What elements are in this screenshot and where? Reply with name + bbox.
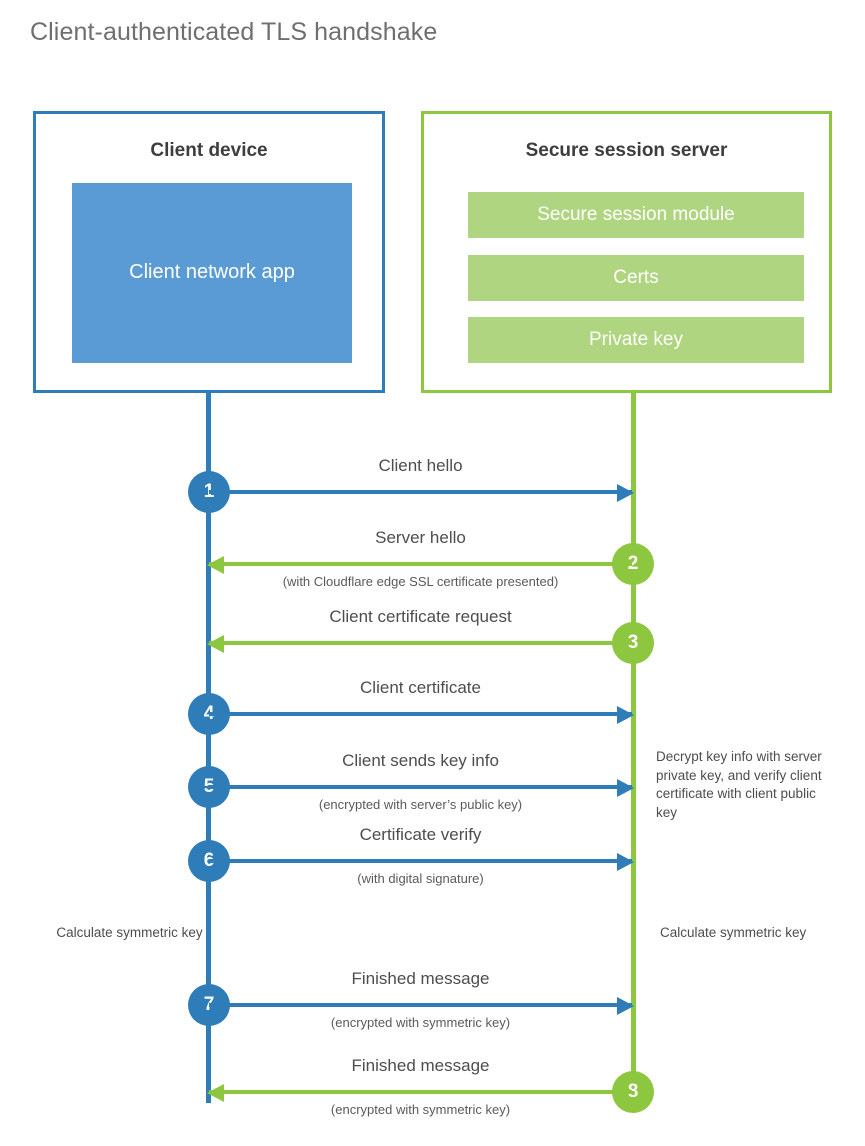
secure-session-server-title: Secure session server bbox=[525, 140, 728, 161]
message-line-1 bbox=[209, 490, 632, 494]
arrow-left-icon-2 bbox=[207, 556, 224, 574]
message-line-8 bbox=[209, 1090, 632, 1094]
message-sublabel-2: (with Cloudflare edge SSL certificate pr… bbox=[282, 574, 559, 589]
message-label-1: Client hello bbox=[378, 456, 463, 475]
message-sublabel-7: (encrypted with symmetric key) bbox=[330, 1015, 511, 1030]
page-title: Client-authenticated TLS handshake bbox=[30, 18, 438, 46]
message-line-3 bbox=[209, 641, 632, 645]
arrow-right-icon-6 bbox=[617, 853, 634, 871]
message-label-8: Finished message bbox=[351, 1056, 490, 1075]
message-sublabel-8: (encrypted with symmetric key) bbox=[330, 1102, 511, 1117]
client-calculate-symmetric-key-annotation: Calculate symmetric key bbox=[56, 925, 203, 940]
message-label-4: Client certificate bbox=[360, 678, 481, 697]
message-line-5 bbox=[209, 785, 632, 789]
server-component-secure-session-module: Secure session module bbox=[468, 192, 804, 238]
message-line-4 bbox=[209, 712, 632, 716]
secure-session-server-box: Secure session server Secure session mod… bbox=[421, 111, 832, 393]
server-component-private-key: Private key bbox=[468, 317, 804, 363]
message-label-5: Client sends key info bbox=[342, 751, 499, 770]
arrow-left-icon-8 bbox=[207, 1084, 224, 1102]
message-sublabel-5: (encrypted with server’s public key) bbox=[318, 797, 523, 812]
message-label-6: Certificate verify bbox=[359, 825, 482, 844]
server-lifeline bbox=[631, 393, 636, 1093]
client-device-title: Client device bbox=[150, 140, 268, 161]
message-label-7: Finished message bbox=[351, 969, 490, 988]
message-label-3: Client certificate request bbox=[329, 607, 512, 626]
client-network-app-block: Client network app bbox=[72, 183, 352, 363]
client-device-box: Client device Client network app bbox=[33, 111, 385, 393]
step-number-circle-2: 2 bbox=[612, 543, 654, 585]
message-label-2: Server hello bbox=[375, 528, 466, 547]
arrow-right-icon-1 bbox=[617, 484, 634, 502]
message-sublabel-6: (with digital signature) bbox=[357, 871, 484, 886]
arrow-left-icon-3 bbox=[207, 635, 224, 653]
server-decrypt-annotation: Decrypt key info with server private key… bbox=[656, 749, 822, 820]
message-line-2 bbox=[209, 562, 632, 566]
message-line-6 bbox=[209, 859, 632, 863]
arrow-right-icon-7 bbox=[617, 997, 634, 1015]
message-line-7 bbox=[209, 1003, 632, 1007]
server-component-certs: Certs bbox=[468, 255, 804, 301]
arrow-right-icon-5 bbox=[617, 779, 634, 797]
arrow-right-icon-4 bbox=[617, 706, 634, 724]
client-lifeline bbox=[206, 393, 211, 1103]
server-calculate-symmetric-key-annotation: Calculate symmetric key bbox=[660, 925, 807, 940]
